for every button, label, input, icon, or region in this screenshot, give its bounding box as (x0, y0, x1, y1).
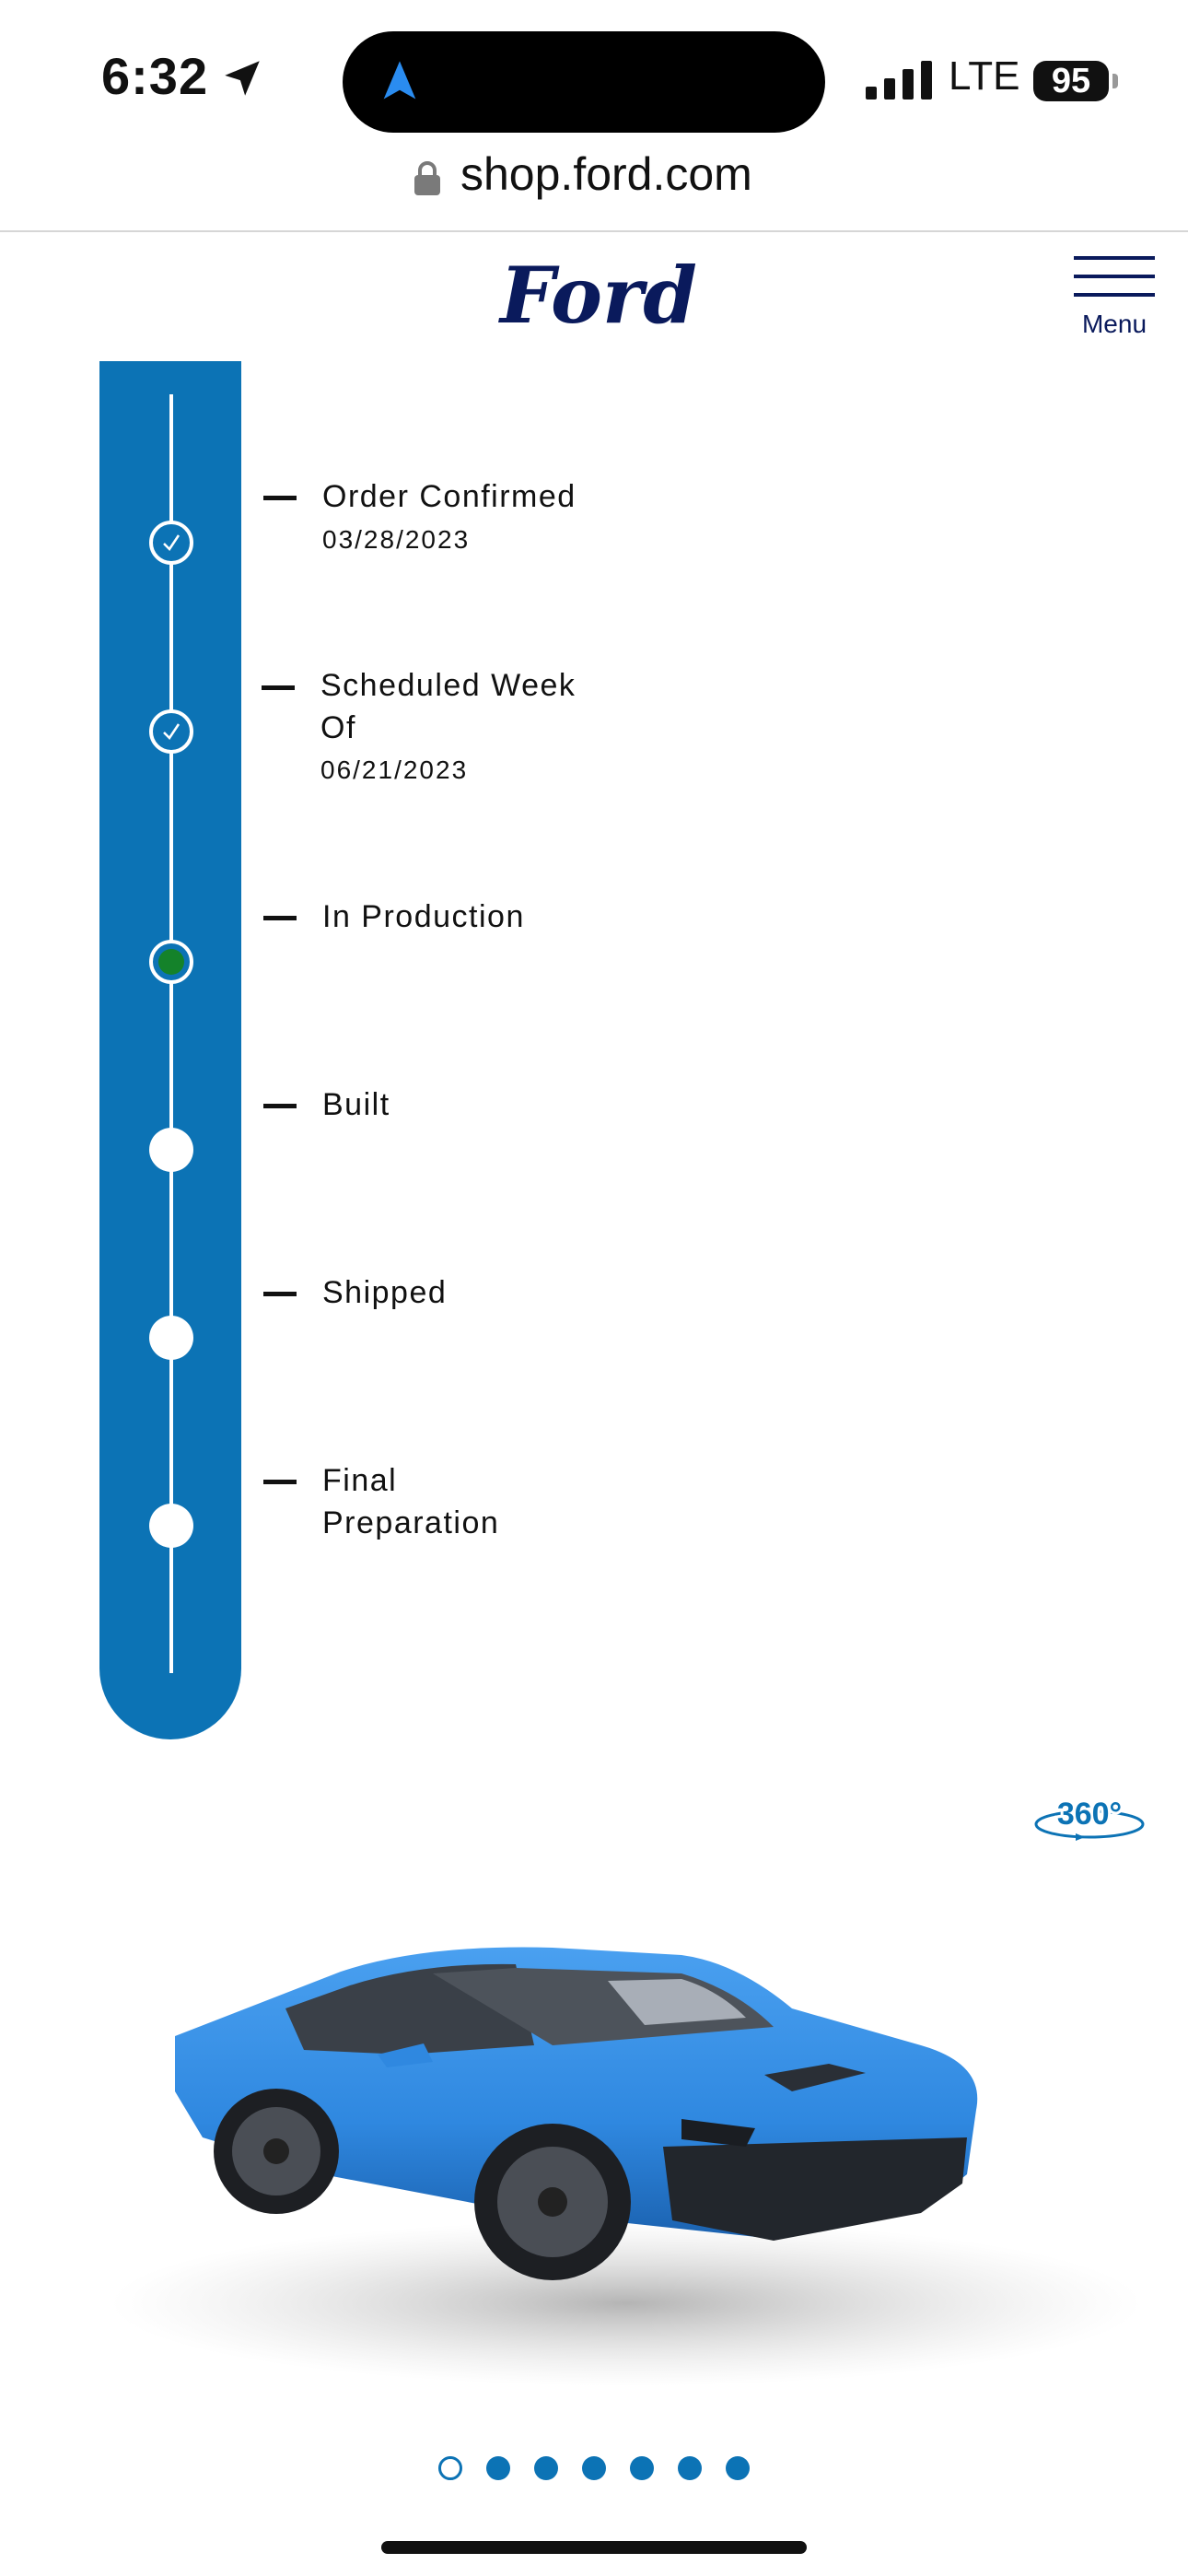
view-360-button[interactable]: 360° (1030, 1793, 1149, 1848)
rotate-360-icon (1034, 1809, 1145, 1839)
step-dash (263, 916, 297, 920)
step-dash (263, 1292, 297, 1296)
step-label-order-confirmed: Order Confirmed (322, 479, 577, 514)
step-node-final-preparation (149, 1504, 193, 1548)
step-label-final-preparation-line2: Preparation (322, 1505, 500, 1540)
battery-tip (1112, 74, 1118, 88)
battery-icon: 95 (1033, 61, 1109, 101)
carousel-dot-4[interactable] (582, 2456, 606, 2480)
vehicle-image[interactable] (37, 1870, 1151, 2423)
checkmark-icon (163, 534, 181, 551)
battery-level: 95 (1051, 62, 1091, 100)
carousel-dot-2[interactable] (486, 2456, 510, 2480)
view-360-label: 360° (1057, 1797, 1122, 1832)
progress-line (169, 394, 173, 1673)
location-arrow-icon (225, 61, 260, 96)
menu-button[interactable]: Menu (1068, 254, 1160, 346)
carousel-dot-5[interactable] (630, 2456, 654, 2480)
checkmark-icon (163, 723, 181, 740)
step-node-in-production (149, 940, 193, 984)
step-dash (263, 1104, 297, 1108)
step-date-order-confirmed: 03/28/2023 (322, 525, 471, 554)
step-label-in-production: In Production (322, 899, 525, 934)
carousel-dot-1[interactable] (438, 2456, 462, 2480)
lock-icon (414, 161, 440, 195)
step-dash (263, 1480, 297, 1484)
navigation-icon (383, 61, 416, 100)
step-date-scheduled: 06/21/2023 (320, 755, 469, 784)
url-text[interactable]: shop.ford.com (460, 148, 752, 200)
carousel-dot-7[interactable] (726, 2456, 750, 2480)
url-divider (0, 230, 1188, 232)
step-node-scheduled (149, 709, 193, 754)
status-bar: 6:32 LTE 95 (0, 0, 1188, 147)
step-node-shipped (149, 1316, 193, 1360)
status-time: 6:32 (101, 47, 209, 105)
dynamic-island (343, 31, 825, 133)
cellular-signal-icon (866, 61, 932, 100)
step-dash (262, 685, 295, 690)
ford-logo-text: Ford (498, 251, 697, 341)
ford-logo[interactable]: Ford (497, 251, 700, 343)
step-label-built: Built (322, 1087, 390, 1122)
network-type: LTE (949, 53, 1020, 99)
step-node-order-confirmed (149, 521, 193, 565)
image-carousel-dots (0, 2456, 1188, 2484)
step-label-shipped: Shipped (322, 1275, 448, 1310)
step-label-final-preparation: Final (322, 1463, 398, 1498)
step-node-built (149, 1128, 193, 1172)
step-label-scheduled-line2: Of (320, 710, 356, 745)
current-step-dot (158, 949, 184, 975)
home-indicator[interactable] (381, 2541, 807, 2554)
step-label-scheduled: Scheduled Week (320, 668, 577, 703)
menu-label: Menu (1081, 310, 1147, 338)
carousel-dot-3[interactable] (534, 2456, 558, 2480)
step-dash (263, 496, 297, 500)
carousel-dot-6[interactable] (678, 2456, 702, 2480)
